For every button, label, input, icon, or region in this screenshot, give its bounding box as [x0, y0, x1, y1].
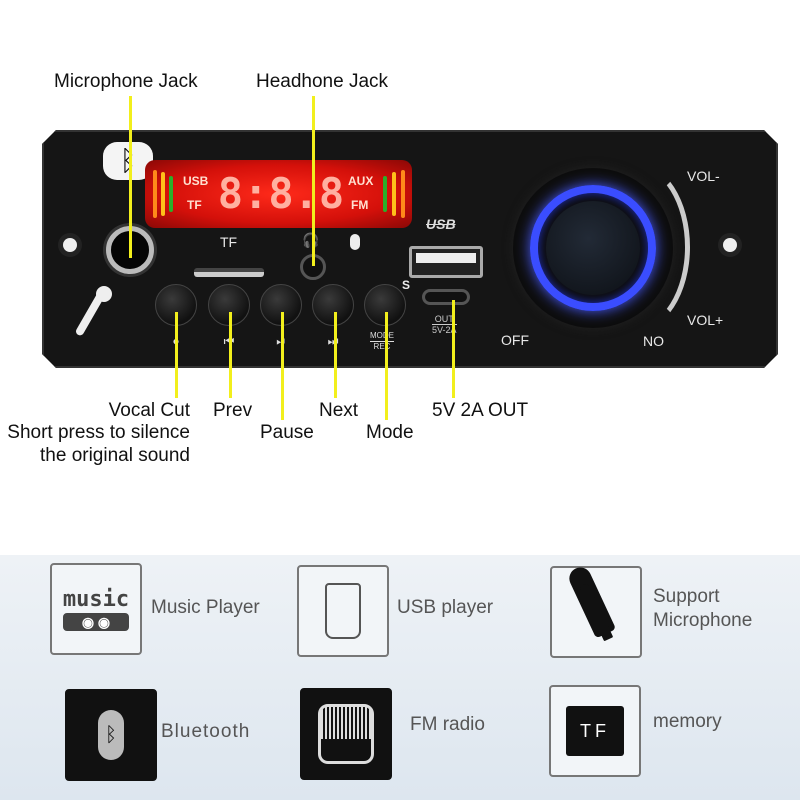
next-button[interactable]: [312, 284, 354, 326]
next-icon: ⏭: [327, 334, 339, 348]
play-pause-icon: ⏯: [266, 334, 296, 348]
feature-microphone: Microphone: [653, 610, 753, 631]
callout-line: [385, 312, 388, 420]
mount-hole: [723, 238, 737, 252]
vocal-cut-desc: Short press to silence: [7, 422, 190, 443]
music-icon: music◉ ◉: [50, 563, 142, 655]
feature-music-player: Music Player: [151, 597, 260, 618]
led-display: USB TF 8:8.8 AUX FM: [145, 160, 412, 228]
feature-bluetooth: Bluetooth: [161, 721, 251, 742]
next-label: Next: [319, 400, 359, 421]
tf-card-icon: TF: [549, 685, 641, 777]
microphone-icon-head: [96, 286, 112, 302]
tf-indicator: TF: [187, 198, 202, 212]
on-label: NO: [643, 333, 664, 349]
callout-line: [452, 300, 455, 398]
prev-label: Prev: [213, 400, 253, 421]
callout-line: [175, 312, 178, 398]
feature-fm-radio: FM radio: [410, 714, 485, 735]
out-spec: 5V-2A: [432, 325, 457, 335]
off-label: OFF: [501, 332, 529, 348]
radio-icon: [300, 688, 392, 780]
callout-line: [129, 96, 132, 258]
callout-line: [334, 312, 337, 398]
mode-text: MODE: [370, 331, 394, 342]
usb-drive-icon: [297, 565, 389, 657]
microphone-jack-label: Microphone Jack: [54, 71, 198, 92]
usb-label: USB: [426, 216, 456, 232]
headphone-jack-label: Headhone Jack: [256, 71, 389, 92]
feature-support: Support: [653, 586, 720, 607]
tf-label: TF: [220, 234, 238, 250]
callout-line: [281, 312, 284, 420]
pause-label: Pause: [260, 422, 314, 443]
usb-indicator: USB: [183, 174, 209, 188]
mode-label: Mode: [366, 422, 414, 443]
usb-out-label: 5V 2A OUT: [432, 400, 529, 421]
digit-readout: 8:8.8: [217, 169, 345, 218]
callout-line: [312, 96, 315, 266]
rec-text: REC: [373, 342, 391, 351]
fm-indicator: FM: [351, 198, 369, 212]
s-mark: S: [402, 278, 411, 292]
usb-c-port[interactable]: [422, 289, 470, 305]
bluetooth-icon: ᛒ: [103, 142, 153, 180]
out-text: OUT: [432, 314, 457, 325]
vol-plus-label: VOL+: [687, 312, 724, 328]
feature-memory: memory: [653, 711, 722, 732]
vocal-cut-label: Vocal Cut: [108, 400, 190, 421]
usb-a-port[interactable]: [409, 246, 483, 278]
headphone-icon: 🎧: [302, 232, 320, 248]
callout-line: [229, 312, 232, 398]
vol-minus-label: VOL-: [687, 168, 720, 184]
tf-card-slot[interactable]: [194, 268, 264, 277]
vocal-cut-desc: the original sound: [40, 445, 190, 466]
bluetooth-feature-icon: ᛒ: [65, 689, 157, 781]
volume-arc: [580, 162, 690, 332]
microphone-feature-icon: [550, 566, 642, 658]
mic-indicator-icon: [350, 234, 360, 250]
mount-hole: [63, 238, 77, 252]
feature-usb-player: USB player: [397, 597, 494, 618]
aux-indicator: AUX: [348, 174, 374, 188]
